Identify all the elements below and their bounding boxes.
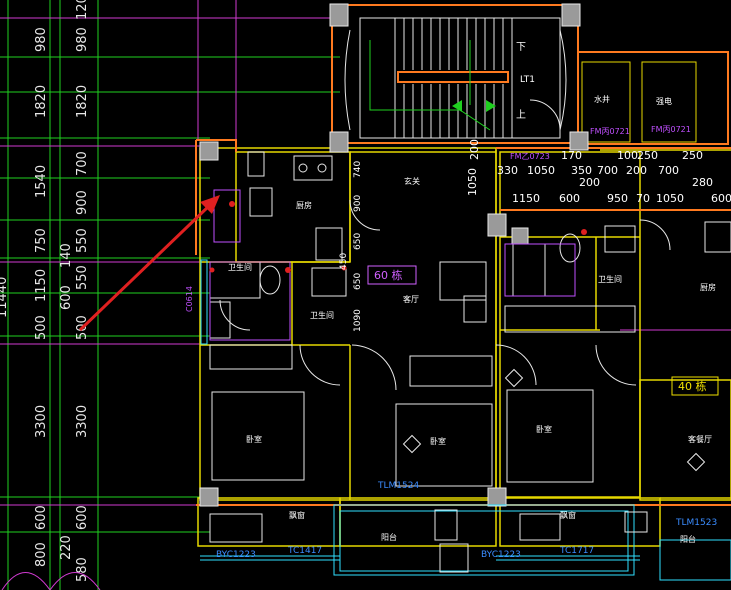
- ruler-outer-5: 1150: [34, 269, 49, 302]
- ruler-inner-10: 220: [59, 535, 74, 560]
- tag-unit-60: 60 栋: [374, 268, 403, 282]
- room-living-right: 客餐厅: [688, 434, 712, 444]
- dim-r3-3: 70: [636, 192, 650, 205]
- room-bedroom-1: 卧室: [246, 434, 262, 444]
- dim-r1-2: 250: [637, 149, 658, 162]
- water-shaft-label: 水井: [594, 94, 610, 104]
- opening-labels: C0614 TLM1524 TLM1523 BYC1223 BYC1223 TC…: [185, 286, 717, 560]
- dim-r3-2: 950: [607, 192, 628, 205]
- ruler-inner-8: 3300: [75, 405, 90, 438]
- dim-r2b-1: 280: [692, 176, 713, 189]
- shafts: 水井 强电 FM丙0721 FM丙0721: [577, 51, 729, 145]
- ruler-outer-1: 980: [34, 27, 49, 52]
- dim-r3-4: 1050: [656, 192, 684, 205]
- axis-bubbles: [1, 572, 101, 590]
- room-bath-right: 卫生间: [598, 274, 622, 284]
- stair-down-label: 下: [516, 42, 526, 53]
- magenta-outlines: [209, 189, 576, 341]
- ruler-inner-1: 980: [75, 27, 90, 52]
- room-bedroom-3: 卧室: [536, 424, 552, 434]
- ruler-outer-2: 1820: [34, 85, 49, 118]
- room-balcony-1: 阳台: [381, 532, 397, 542]
- tag-unit-40: 40 栋: [678, 379, 707, 393]
- dim-k-2: 650: [353, 233, 363, 250]
- label-tlm1524: TLM1524: [377, 481, 419, 491]
- ruler-outer-9: 800: [34, 542, 49, 567]
- dim-r2-1: 1050: [527, 164, 555, 177]
- stair-up-label: 上: [516, 109, 526, 121]
- room-labels: 玄关 厨房 厨房 卫生间 卫生间 卫生间 客厅 客餐厅 卧室 卧室 卧室 阳台 …: [228, 176, 716, 544]
- stair-core: 下 LT1 上: [331, 4, 579, 144]
- room-aircon-2: 飘窗: [560, 510, 576, 520]
- dim-r2-4: 200: [626, 164, 647, 177]
- dim-r2-0: 330: [497, 164, 518, 177]
- room-bedroom-2: 卧室: [430, 436, 446, 446]
- ruler-outer-4: 750: [34, 228, 49, 253]
- dim-k-4: 650: [353, 273, 363, 290]
- dim-k-3: 450: [339, 253, 349, 270]
- dim-r2-3: 700: [597, 164, 618, 177]
- door-power-label: FM丙0721: [651, 125, 691, 134]
- room-living: 客厅: [403, 294, 419, 304]
- red-arrow: [78, 195, 220, 332]
- unit-tags: 60 栋 40 栋: [367, 265, 719, 396]
- room-kitchen-right: 厨房: [700, 282, 716, 292]
- ruler-inner-3: 700: [75, 151, 90, 176]
- room-aircon-1: 飘窗: [289, 510, 305, 520]
- label-tc1717: TC1717: [559, 546, 594, 556]
- dim-stair-1: 1050: [466, 168, 479, 196]
- ruler-small-4: 580: [75, 557, 90, 582]
- label-tlm1523: TLM1523: [675, 518, 717, 528]
- grid-lines: [0, 0, 340, 590]
- ruler-outer-8: 600: [34, 505, 49, 530]
- windows: [200, 259, 731, 581]
- top-dimensions: FM乙0723 170 100 250 250 330 1050 350 700…: [339, 139, 731, 332]
- ruler-inner-5: 550: [75, 228, 90, 253]
- dim-r3-1: 600: [559, 192, 580, 205]
- dim-door-top: FM乙0723: [510, 152, 550, 161]
- room-bath-left: 卫生间: [228, 262, 252, 272]
- ruler-small-1: 120: [75, 0, 90, 20]
- dim-r2-5: 700: [658, 164, 679, 177]
- dim-r3-0: 1150: [512, 192, 540, 205]
- room-entrance: 玄关: [404, 176, 420, 186]
- ruler-outer-3: 1540: [34, 165, 49, 198]
- dim-k-0: 740: [353, 161, 363, 178]
- ruler-inner-9: 600: [75, 505, 90, 530]
- dim-r2-2: 350: [571, 164, 592, 177]
- ruler-edge: 11440: [0, 277, 10, 318]
- columns: [199, 3, 589, 507]
- elevator-label: LT1: [520, 75, 535, 85]
- dim-r1-0: 170: [561, 149, 582, 162]
- dim-k-1: 900: [353, 195, 363, 212]
- ruler-outer-7: 3300: [34, 405, 49, 438]
- ruler-small-2: 140: [59, 243, 74, 268]
- door-water-label: FM丙0721: [590, 127, 630, 136]
- room-bath-center: 卫生间: [310, 310, 334, 320]
- dim-r1-3: 250: [682, 149, 703, 162]
- ruler-small-3: 600: [59, 285, 74, 310]
- ruler-outer-6: 500: [34, 315, 49, 340]
- ruler-inner-2: 1820: [75, 85, 90, 118]
- label-byc1223-2: BYC1223: [481, 550, 521, 560]
- dim-stair-0: 200: [468, 139, 481, 160]
- dim-r3-5: 600: [711, 192, 731, 205]
- dim-r1-1: 100: [617, 149, 638, 162]
- room-kitchen: 厨房: [296, 200, 312, 210]
- label-c0614: C0614: [185, 286, 194, 312]
- dim-r2b-0: 200: [579, 176, 600, 189]
- dim-k-5: 1090: [353, 309, 363, 332]
- ruler-inner-4: 900: [75, 190, 90, 215]
- label-tc1417: TC1417: [287, 546, 322, 556]
- fixtures: [209, 99, 731, 573]
- axis-lines-magenta: [0, 0, 731, 506]
- room-balcony-2: 阳台: [680, 534, 696, 544]
- left-ruler: 980 1820 1540 750 1150 500 3300 600 800 …: [0, 0, 90, 582]
- ruler-inner-6: 550: [75, 265, 90, 290]
- red-markers: [209, 201, 587, 273]
- label-byc1223-1: BYC1223: [216, 550, 256, 560]
- power-shaft-label: 强电: [656, 96, 672, 106]
